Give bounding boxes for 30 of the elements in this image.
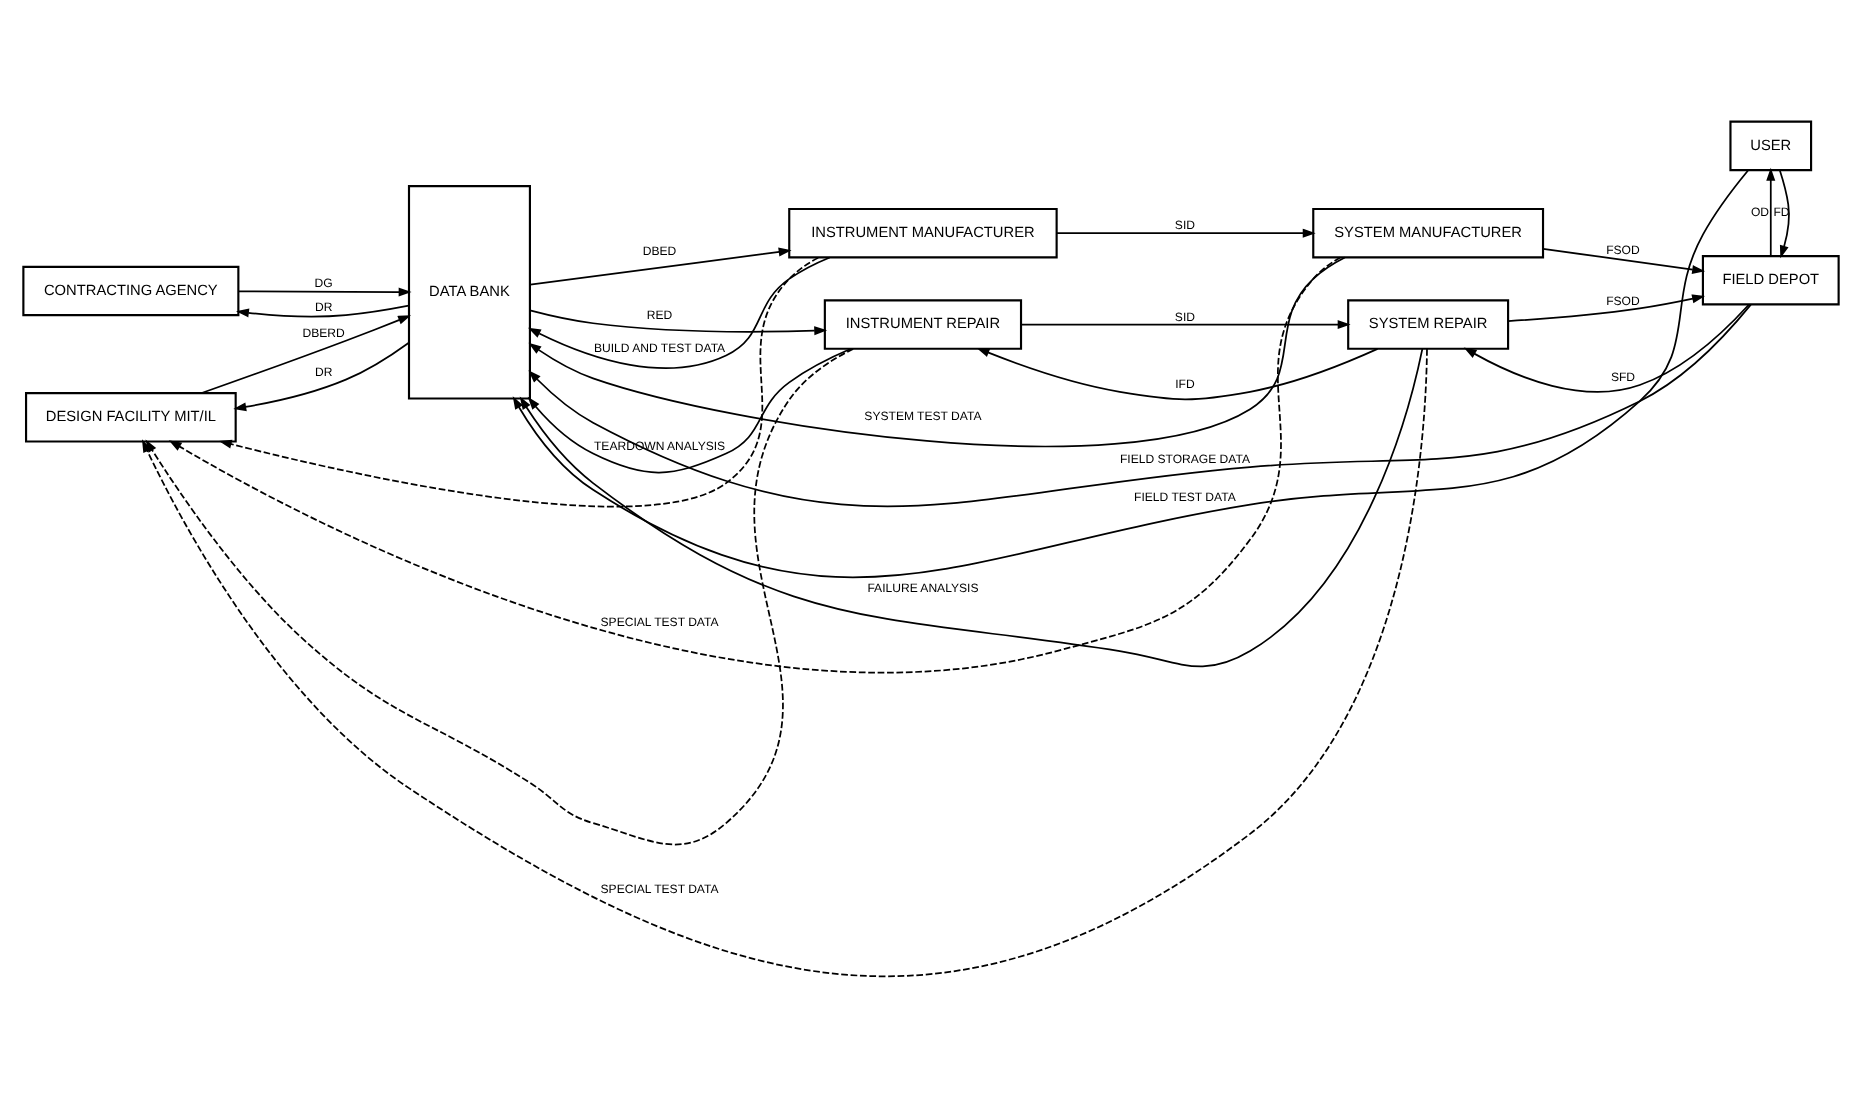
arrow bbox=[518, 346, 1423, 667]
arrow bbox=[167, 255, 1341, 673]
node-box: DATA BANK bbox=[406, 184, 530, 399]
arrow bbox=[528, 246, 791, 285]
arrow bbox=[1541, 247, 1705, 274]
arrow bbox=[527, 302, 1751, 506]
arrow bbox=[1462, 302, 1749, 392]
arrow bbox=[511, 168, 1749, 578]
node-box: INSTRUMENT REPAIR bbox=[822, 298, 1022, 349]
arrow bbox=[1019, 319, 1350, 329]
node-box: SYSTEM MANUFACTURER bbox=[1311, 206, 1544, 258]
arrow bbox=[232, 341, 409, 411]
arrow bbox=[527, 255, 1345, 447]
arrow bbox=[975, 346, 1378, 400]
arrow bbox=[528, 308, 827, 335]
arrow bbox=[236, 286, 411, 296]
arrow bbox=[1055, 227, 1315, 237]
arrow bbox=[526, 255, 830, 369]
node-box: DESIGN FACILITY MIT/IL bbox=[24, 391, 236, 442]
arrow bbox=[1506, 293, 1705, 321]
node-box: FIELD DEPOT bbox=[1700, 254, 1839, 305]
node-box: SYSTEM REPAIR bbox=[1346, 298, 1509, 349]
arrow bbox=[199, 314, 411, 393]
arrow bbox=[217, 255, 819, 507]
node-box: CONTRACTING AGENCY bbox=[21, 264, 239, 316]
node-box: INSTRUMENT MANUFACTURER bbox=[787, 206, 1057, 258]
arrow bbox=[1765, 166, 1775, 256]
node-box: USER bbox=[1728, 119, 1812, 171]
arrow bbox=[235, 303, 409, 317]
arrow bbox=[526, 346, 851, 473]
